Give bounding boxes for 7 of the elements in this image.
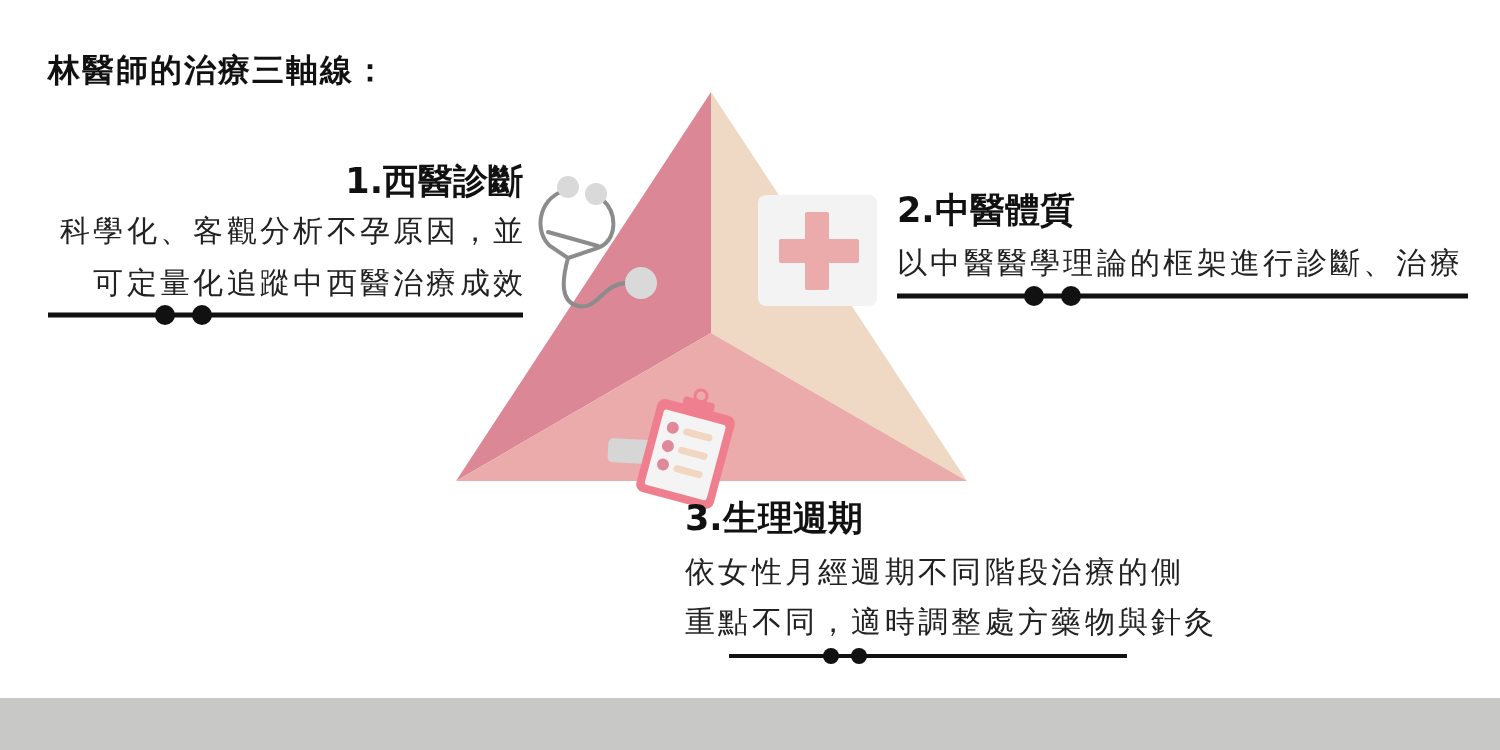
section-description: 以中醫醫學理論的框架進行診斷、治療	[897, 244, 1464, 282]
section-heading: 2.中醫體質	[897, 189, 1075, 231]
section-heading: 3.生理週期	[685, 497, 863, 539]
section-heading: 1.西醫診斷	[345, 160, 523, 202]
diagram-title: 林醫師的治療三軸線：	[48, 50, 388, 90]
section-description: 依女性月經週期不同階段治療的側重點不同，適時調整處方藥物與針灸	[685, 553, 1218, 641]
section-description: 科學化、客觀分析不孕原因，並可定量化追蹤中西醫治療成效	[60, 212, 527, 302]
